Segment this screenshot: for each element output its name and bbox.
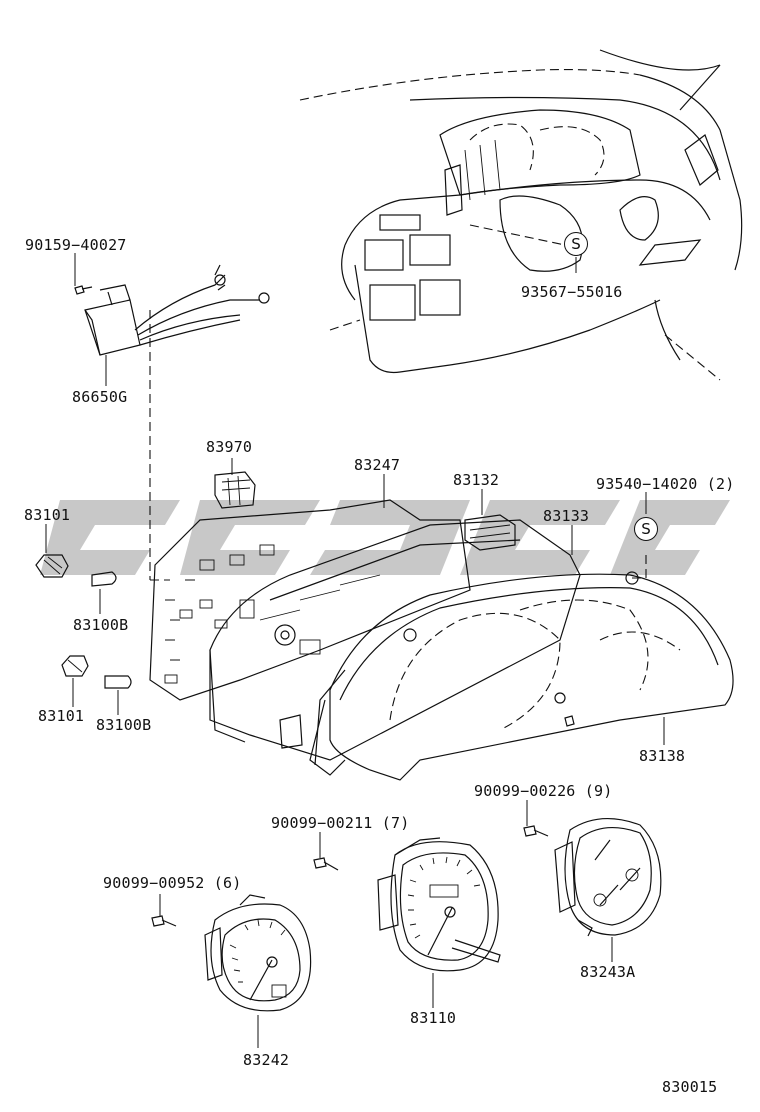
label-83970: 83970 bbox=[206, 438, 253, 456]
label-90099-00211: 90099−00211 (7) bbox=[271, 814, 410, 832]
label-90099-00226: 90099−00226 (9) bbox=[474, 782, 613, 800]
label-83100b-lower: 83100B bbox=[96, 716, 152, 734]
label-90159-40027: 90159−40027 bbox=[25, 236, 127, 254]
label-83100b-upper: 83100B bbox=[73, 616, 129, 634]
gauge-83243a-drawing bbox=[554, 817, 662, 937]
leader-lines bbox=[45, 253, 665, 1048]
watermark-shapes bbox=[40, 500, 730, 575]
label-83101-upper: 83101 bbox=[24, 506, 71, 524]
sockets-bulbs-drawing bbox=[35, 471, 256, 689]
label-86650g: 86650G bbox=[72, 388, 128, 406]
dashboard-outline bbox=[299, 49, 743, 381]
label-83110: 83110 bbox=[410, 1009, 457, 1027]
label-93567-55016: 93567−55016 bbox=[521, 283, 623, 301]
symbol-s-93540: S bbox=[634, 517, 658, 541]
label-83243a: 83243A bbox=[580, 963, 636, 981]
label-93540-14020: 93540−14020 (2) bbox=[596, 475, 735, 493]
label-90099-00952: 90099−00952 (6) bbox=[103, 874, 242, 892]
label-83247: 83247 bbox=[354, 456, 401, 474]
label-83132: 83132 bbox=[453, 471, 500, 489]
relay-86650g-drawing bbox=[74, 264, 270, 581]
figure-number: 830015 bbox=[662, 1078, 718, 1096]
gauge-83242-drawing bbox=[204, 894, 312, 1012]
label-83133: 83133 bbox=[543, 507, 590, 525]
label-83138: 83138 bbox=[639, 747, 686, 765]
screws-drawing bbox=[151, 825, 549, 927]
label-83242: 83242 bbox=[243, 1051, 290, 1069]
symbol-s-93567: S bbox=[564, 232, 588, 256]
label-83101-lower: 83101 bbox=[38, 707, 85, 725]
cluster-assembly-drawing bbox=[149, 499, 734, 781]
speedometer-83110-drawing bbox=[377, 837, 501, 972]
